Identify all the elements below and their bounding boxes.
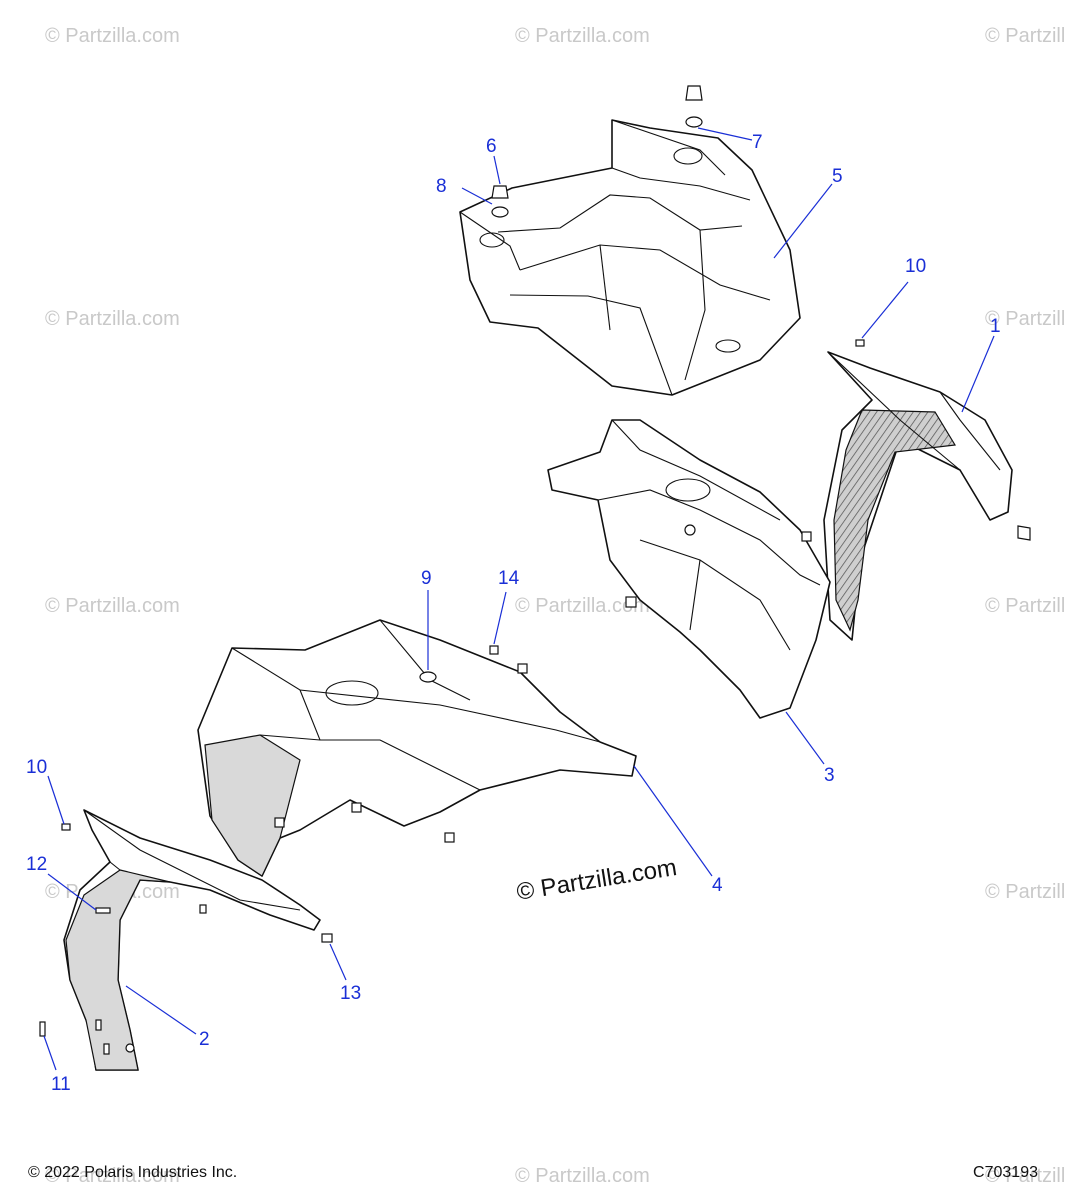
callout-12: 12 — [26, 854, 47, 875]
watermark-text: © Partzilla.com — [985, 308, 1066, 330]
callout-10-left: 10 — [26, 757, 47, 778]
screw-14 — [489, 645, 499, 655]
watermark-text: © Partzilla.com — [45, 1165, 180, 1187]
screw-12 — [95, 907, 111, 914]
screw-fender-2 — [199, 904, 207, 914]
watermark-text: © Partzilla.com — [515, 1165, 650, 1187]
hardware — [39, 85, 865, 1037]
part-1-right-fender — [823, 351, 1031, 641]
callout-8: 8 — [436, 176, 447, 197]
watermark-text: © Partzilla.com — [45, 595, 180, 617]
part-2-left-fender — [63, 809, 321, 1071]
push-rivet-6 — [491, 185, 509, 199]
screw-10-right — [855, 339, 865, 347]
callout-13: 13 — [340, 983, 361, 1004]
grommet-7 — [685, 116, 703, 128]
copyright-text: © 2022 Polaris Industries Inc. — [28, 1164, 238, 1181]
watermark-text: © Partzilla.com — [985, 595, 1066, 617]
part-5-hood — [459, 119, 801, 396]
drawing-id: C703193 — [973, 1164, 1038, 1181]
callout-11: 11 — [51, 1074, 71, 1095]
watermark-text: © Partzilla.com — [985, 1165, 1066, 1187]
screw-11 — [39, 1021, 46, 1037]
screw-10-left — [61, 823, 71, 831]
callout-2: 2 — [199, 1029, 210, 1050]
watermark-text: © Partzilla.com — [515, 595, 650, 617]
part-3-center-panel — [547, 419, 831, 719]
watermark-text: © Partzilla.com — [985, 881, 1066, 903]
callout-9: 9 — [421, 568, 432, 589]
watermark-text: © Partzilla.com — [985, 25, 1066, 47]
callout-10-right: 10 — [905, 256, 926, 277]
grommet-8 — [491, 206, 509, 218]
leader-lines — [43, 127, 995, 1071]
callout-3: 3 — [824, 765, 835, 786]
callout-14: 14 — [498, 568, 520, 589]
callout-7: 7 — [752, 132, 763, 153]
center-watermark: © Partzilla.com — [515, 854, 679, 906]
callout-4: 4 — [712, 875, 723, 896]
callout-1: 1 — [990, 316, 1001, 337]
part-4-lower-panel — [197, 619, 637, 877]
push-rivet-7 — [685, 85, 703, 101]
callout-5: 5 — [832, 166, 843, 187]
clip-13 — [321, 933, 333, 943]
watermark-text: © Partzilla.com — [45, 308, 180, 330]
callout-6: 6 — [486, 136, 497, 157]
watermarks: © Partzilla.com © Partzilla.com © Partzi… — [45, 25, 1066, 1187]
watermark-text: © Partzilla.com — [45, 25, 180, 47]
callouts: 1 2 3 4 5 6 7 8 9 10 10 11 12 13 14 — [26, 132, 1001, 1095]
watermark-text: © Partzilla.com — [515, 25, 650, 47]
